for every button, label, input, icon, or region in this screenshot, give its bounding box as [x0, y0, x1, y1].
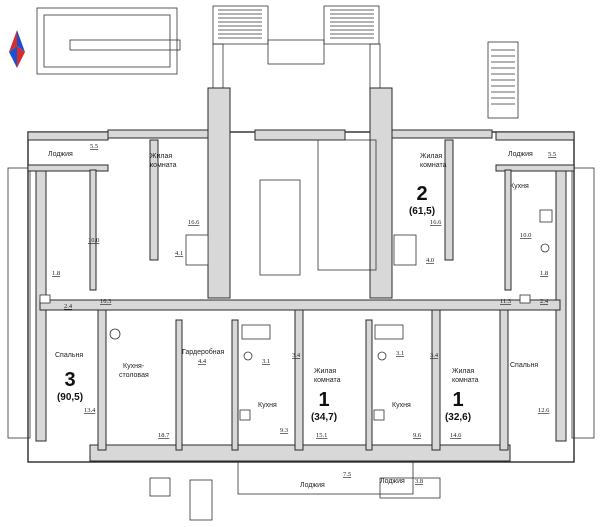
room-label: Гардеробная — [182, 348, 225, 356]
room-area: 9.3 — [280, 427, 288, 434]
apartment-number: 1 — [452, 389, 463, 411]
room-label: Кухня- — [123, 363, 145, 370]
room-label: комната — [420, 162, 447, 169]
apartment-number: 2 — [416, 183, 427, 205]
room-area: 4.4 — [198, 358, 207, 365]
area-label: 3.1 — [262, 358, 270, 365]
room-area: 18.7 — [158, 432, 170, 439]
room-area: 13.4 — [84, 407, 96, 414]
area-label: 3.1 — [396, 350, 404, 357]
room-area: 9.6 — [413, 432, 422, 439]
apartment-total-area: (32,6) — [445, 412, 471, 423]
room-area: 7.5 — [343, 471, 351, 478]
area-label: 2.4 — [540, 298, 549, 305]
room-label: Кухня — [392, 402, 411, 409]
entrance-ramp-right — [267, 5, 519, 119]
room-label: Жилая — [452, 368, 474, 375]
room-label: Жилая — [314, 368, 336, 375]
area-label: 3.4 — [430, 352, 439, 359]
room-label: Лоджия — [508, 151, 533, 158]
room-label: комната — [314, 377, 341, 384]
room-area: 15.1 — [316, 432, 327, 439]
apartment-number: 1 — [318, 389, 329, 411]
area-label: 4.1 — [175, 250, 183, 257]
building-shell — [7, 87, 595, 521]
entrance-ramp-left — [36, 5, 269, 89]
room-label: комната — [452, 377, 479, 384]
room-area: 5.5 — [90, 143, 98, 150]
apartment-total-area: (90,5) — [57, 392, 83, 403]
room-label: Лоджия — [380, 478, 405, 485]
apartment-total-area: (61,5) — [409, 206, 435, 217]
room-label: столовая — [119, 372, 149, 379]
room-label: Спальня — [510, 362, 538, 369]
apartment-total-area: (34,7) — [311, 412, 337, 423]
room-label: Кухня — [258, 402, 277, 409]
room-area: 10.0 — [520, 232, 531, 239]
room-label: Спальня — [55, 352, 83, 359]
room-area: 14.6 — [450, 432, 462, 439]
area-label: 1.8 — [540, 270, 548, 277]
north-arrow-icon — [9, 30, 25, 68]
room-label: Жилая — [150, 153, 172, 160]
area-label: 11.3 — [500, 298, 511, 305]
room-label: Кухня — [510, 183, 529, 190]
area-label: 1.8 — [52, 270, 60, 277]
room-area: 3.8 — [415, 478, 423, 485]
room-area: 5.5 — [548, 151, 556, 158]
bathroom-fixtures — [39, 209, 553, 421]
room-area: 12.6 — [538, 407, 550, 414]
area-label: 4.0 — [426, 257, 434, 264]
area-label: 16.3 — [100, 298, 111, 305]
apartment-number: 3 — [64, 369, 75, 391]
room-area: 16.6 — [430, 219, 442, 226]
area-label: 2.4 — [64, 303, 73, 310]
room-area: 16.6 — [188, 219, 200, 226]
area-label: 10.0 — [88, 237, 99, 244]
room-label: Жилая — [420, 153, 442, 160]
area-label: 3.4 — [292, 352, 301, 359]
room-label: Лоджия — [48, 151, 73, 158]
room-label: Лоджия — [300, 482, 325, 489]
room-label: комната — [150, 162, 177, 169]
